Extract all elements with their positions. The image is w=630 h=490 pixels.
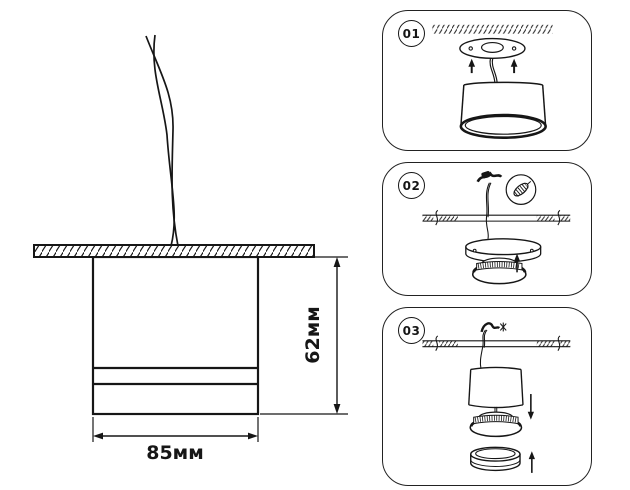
- lamp-cylinder: [459, 81, 547, 139]
- led-module: [471, 257, 527, 285]
- mounting-plate: [465, 238, 542, 263]
- down-arrow: [527, 394, 535, 420]
- up-arrow: [513, 253, 521, 273]
- step-number-badge: 01: [398, 20, 425, 47]
- wire-connector: [480, 322, 507, 333]
- step-number: 02: [402, 178, 421, 193]
- step-panel-1: 01: [382, 10, 592, 151]
- up-arrow: [528, 451, 535, 473]
- height-dimension: 62мм: [260, 256, 348, 415]
- mounting-plate: [459, 37, 526, 60]
- fixture-dimension-drawing: 62мм 85мм: [33, 34, 348, 464]
- width-dimension: 85мм: [92, 417, 259, 464]
- ceiling-section: [33, 244, 315, 258]
- screw-up-arrows: [468, 58, 518, 74]
- step-number-badge: 02: [398, 172, 425, 199]
- drop-wire: [479, 329, 488, 370]
- lamp-cylinder: [468, 366, 524, 413]
- splice-magnifier: [505, 174, 537, 205]
- wire-connector: [476, 170, 503, 183]
- ceiling-hatch: [432, 24, 553, 34]
- step-panel-3: 03: [382, 307, 592, 486]
- ceiling-cutout: [422, 335, 571, 351]
- step-number: 01: [402, 26, 421, 41]
- step-panel-2: 02: [382, 162, 592, 296]
- fixture-body: [91, 255, 260, 416]
- step-3-illustration: [422, 322, 571, 473]
- step-number-badge: 03: [398, 317, 425, 344]
- height-dimension-label: 62мм: [302, 306, 324, 364]
- power-wires: [145, 34, 179, 247]
- width-dimension-label: 85мм: [146, 442, 204, 464]
- lamp-wire: [489, 58, 498, 83]
- trim-ring: [470, 446, 521, 472]
- drop-wire: [485, 182, 492, 239]
- ceiling-cutout: [422, 209, 571, 226]
- step-1-illustration: [432, 24, 553, 139]
- step-number: 03: [402, 323, 421, 338]
- led-module: [469, 411, 523, 438]
- step-2-illustration: [422, 170, 571, 285]
